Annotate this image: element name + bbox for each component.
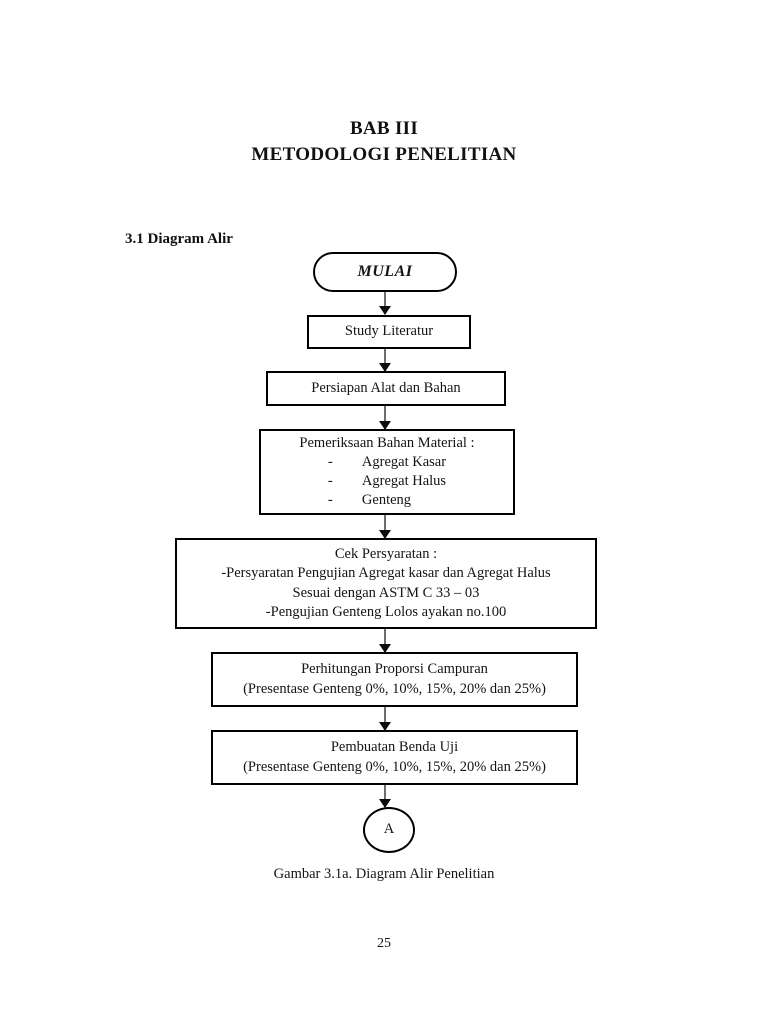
bullet-text: Genteng xyxy=(361,492,412,509)
list-item: - Agregat Kasar xyxy=(328,453,446,472)
flow-node-requirements-check: Cek Persyaratan : -Persyaratan Pengujian… xyxy=(175,538,597,629)
flow-node-preparation: Persiapan Alat dan Bahan xyxy=(266,371,506,406)
arrow-requirements-to-proportion xyxy=(384,629,386,652)
flow-node-material-inspection-title: Pemeriksaan Bahan Material : xyxy=(299,434,475,451)
bullet-text: Agregat Halus xyxy=(361,473,447,489)
flow-node-mix-proportion: Perhitungan Proporsi Campuran (Presentas… xyxy=(211,652,578,707)
bullet-dash: - xyxy=(327,453,333,470)
chapter-label: BAB III xyxy=(349,118,419,139)
flow-connector-a: A xyxy=(363,807,415,853)
arrow-material-to-requirements xyxy=(384,515,386,538)
requirements-line-3: Sesuai dengan ASTM C 33 – 03 xyxy=(292,584,480,601)
requirements-line-1: Cek Persyaratan : xyxy=(334,546,438,563)
bullet-text: Agregat Kasar xyxy=(361,453,447,470)
list-item: - Agregat Halus xyxy=(328,472,446,491)
flow-node-start: MULAI xyxy=(313,252,457,292)
arrow-start-to-study xyxy=(384,292,386,314)
material-item-list: - Agregat Kasar - Agregat Halus - Genteng xyxy=(328,453,446,510)
flow-node-study-literature-label: Study Literatur xyxy=(344,323,434,340)
mix-proportion-line-1: Perhitungan Proporsi Campuran xyxy=(301,661,488,678)
list-item: - Genteng xyxy=(328,491,446,510)
arrow-study-to-preparation xyxy=(384,349,386,371)
section-heading: 3.1 Diagram Alir xyxy=(125,231,233,247)
flow-node-preparation-label: Persiapan Alat dan Bahan xyxy=(311,379,461,396)
specimen-making-line-2: (Presentase Genteng 0%, 10%, 15%, 20% da… xyxy=(243,758,546,775)
requirements-line-4: -Pengujian Genteng Lolos ayakan no.100 xyxy=(265,603,507,620)
arrow-specimen-to-connector xyxy=(384,785,386,807)
mix-proportion-line-2: (Presentase Genteng 0%, 10%, 15%, 20% da… xyxy=(243,680,546,697)
arrow-proportion-to-specimen xyxy=(384,707,386,730)
flow-node-start-label: MULAI xyxy=(357,263,413,281)
page-number: 25 xyxy=(377,936,391,951)
figure-caption: Gambar 3.1a. Diagram Alir Penelitian xyxy=(273,866,495,882)
arrow-preparation-to-material xyxy=(384,406,386,429)
requirements-line-2: -Persyaratan Pengujian Agregat kasar dan… xyxy=(221,565,551,582)
flow-node-specimen-making: Pembuatan Benda Uji (Presentase Genteng … xyxy=(211,730,578,785)
bullet-dash: - xyxy=(327,492,333,509)
specimen-making-line-1: Pembuatan Benda Uji xyxy=(330,739,459,756)
flow-connector-a-label: A xyxy=(383,821,395,838)
chapter-title: METODOLOGI PENELITIAN xyxy=(251,144,517,165)
bullet-dash: - xyxy=(327,473,333,489)
flow-node-material-inspection: Pemeriksaan Bahan Material : - Agregat Ka… xyxy=(259,429,515,515)
flow-node-study-literature: Study Literatur xyxy=(307,315,471,349)
